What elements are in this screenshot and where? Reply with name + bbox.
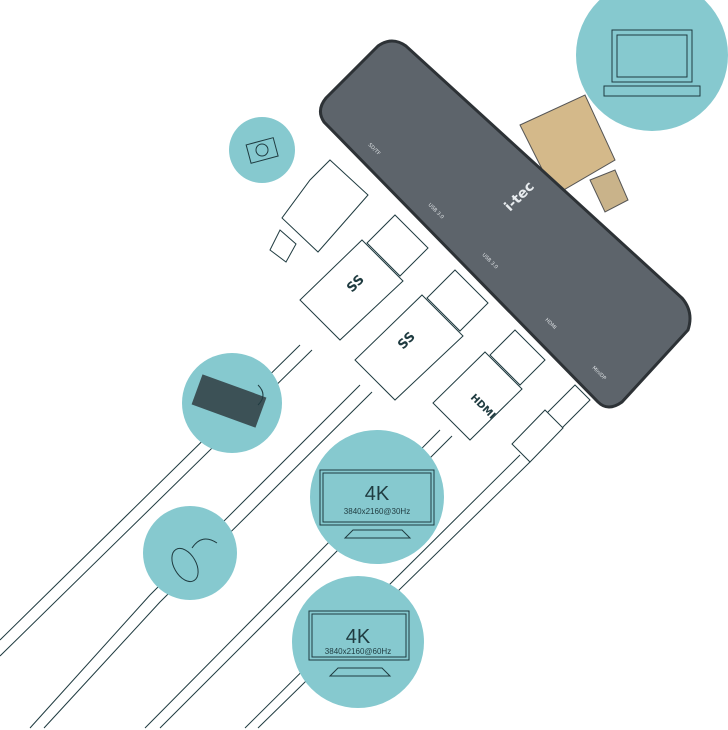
usb-c-hub: i-tec SD/TF USB 3.0 USB 3.0 HDMI MiniDP	[319, 39, 692, 409]
monitor-1-title: 4K	[365, 483, 390, 505]
hdmi-connector: HDMI	[432, 329, 546, 441]
mouse-icon	[171, 538, 218, 583]
laptop-icon	[603, 29, 701, 97]
monitor-30hz-circle: 4K 3840x2160@30Hz	[310, 430, 444, 564]
mouse-circle	[143, 506, 237, 600]
camera-circle	[229, 117, 295, 183]
monitor-60hz-circle: 4K 3840x2160@60Hz	[292, 576, 424, 708]
monitor-2-title: 4K	[346, 626, 371, 648]
monitor-1-spec: 3840x2160@30Hz	[344, 507, 410, 516]
usb-connector-2: SS	[354, 269, 489, 401]
sd-card-icon	[269, 159, 369, 263]
laptop-circle	[576, 0, 728, 131]
cable-usb2	[29, 384, 373, 729]
camera-icon	[245, 137, 279, 164]
monitor-icon	[319, 469, 435, 539]
usb-c-plug	[589, 169, 629, 213]
keyboard-icon	[191, 374, 267, 428]
monitor-icon	[308, 610, 410, 677]
monitor-2-spec: 3840x2160@60Hz	[325, 647, 391, 656]
minidp-connector	[511, 384, 591, 463]
keyboard-circle	[182, 353, 282, 453]
usb-connector-1: SS	[299, 214, 429, 341]
microsd-icon	[269, 229, 297, 263]
